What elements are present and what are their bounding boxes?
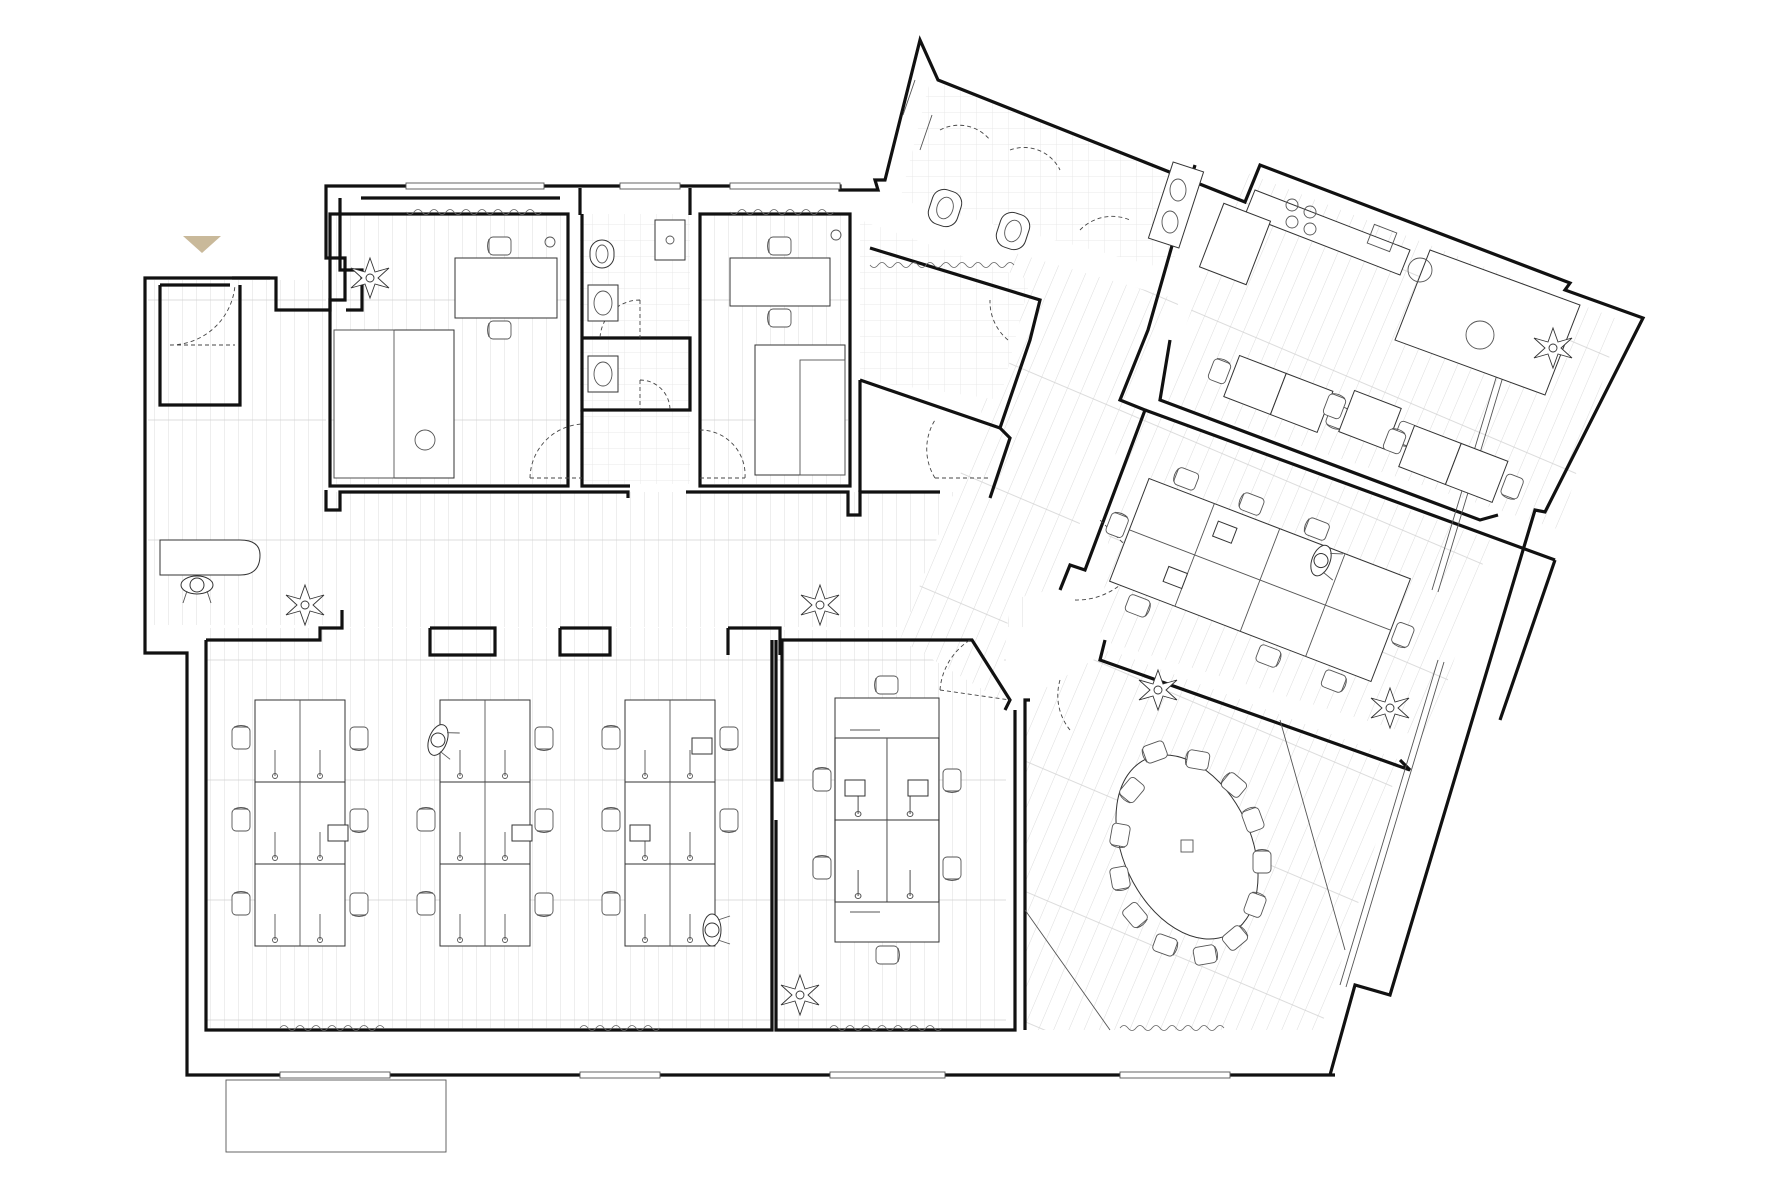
sink-icon [587,284,619,322]
walls [143,35,1646,1077]
stove-icon [1285,198,1317,236]
entrance-arrow-icon [183,236,221,253]
left-office [333,236,558,479]
bathtub-icon [1394,249,1581,396]
desk-cluster-middle [416,699,554,947]
middle-office [729,229,846,476]
bathroom-fixtures [587,161,1205,393]
reception [159,539,325,626]
boardroom [1024,327,1573,1031]
toilet-icon [995,211,1031,251]
kitchen [1198,189,1581,504]
meeting-room-desks [812,675,962,965]
toilet-icon [927,188,963,228]
desk-cluster-right [601,699,739,947]
sink-icon [1366,223,1398,253]
sink-icon [1147,161,1205,249]
curtains [279,209,1225,1031]
sink-icon [587,355,619,393]
toilet-icon [589,239,615,269]
desk-cluster-left [231,699,369,947]
right-desk-room [1104,465,1416,695]
